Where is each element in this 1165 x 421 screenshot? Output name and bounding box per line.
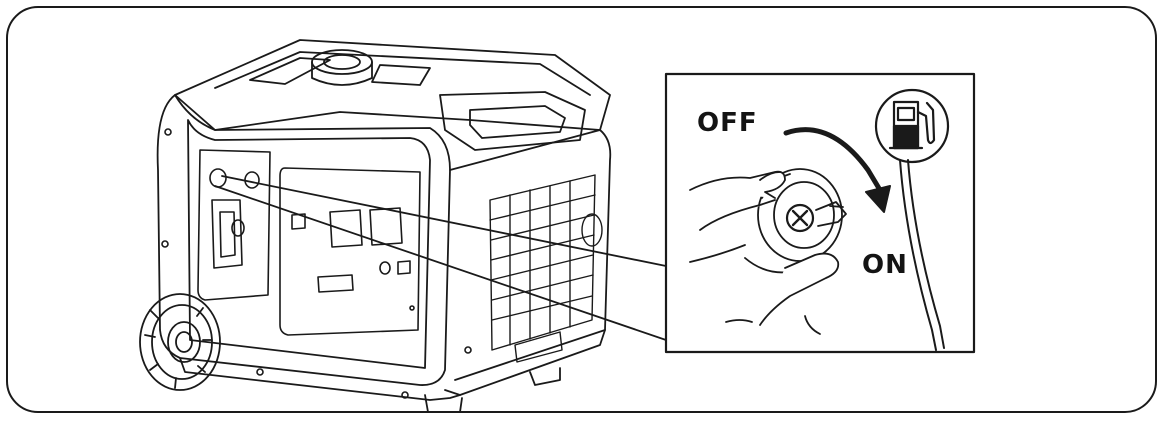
wheel [139,293,221,391]
callout-lines [214,175,667,341]
ventilation-grille [489,174,603,363]
on-label: ON [862,250,908,280]
detail-inset [664,72,976,354]
rotate-clockwise-arrow-icon [783,127,891,213]
generator-body [156,39,612,413]
off-label: OFF [697,108,758,138]
fuel-pump-icon [874,88,950,164]
fuel-valve-knob [757,168,847,262]
fuel-line [899,159,937,351]
hand [689,170,840,335]
